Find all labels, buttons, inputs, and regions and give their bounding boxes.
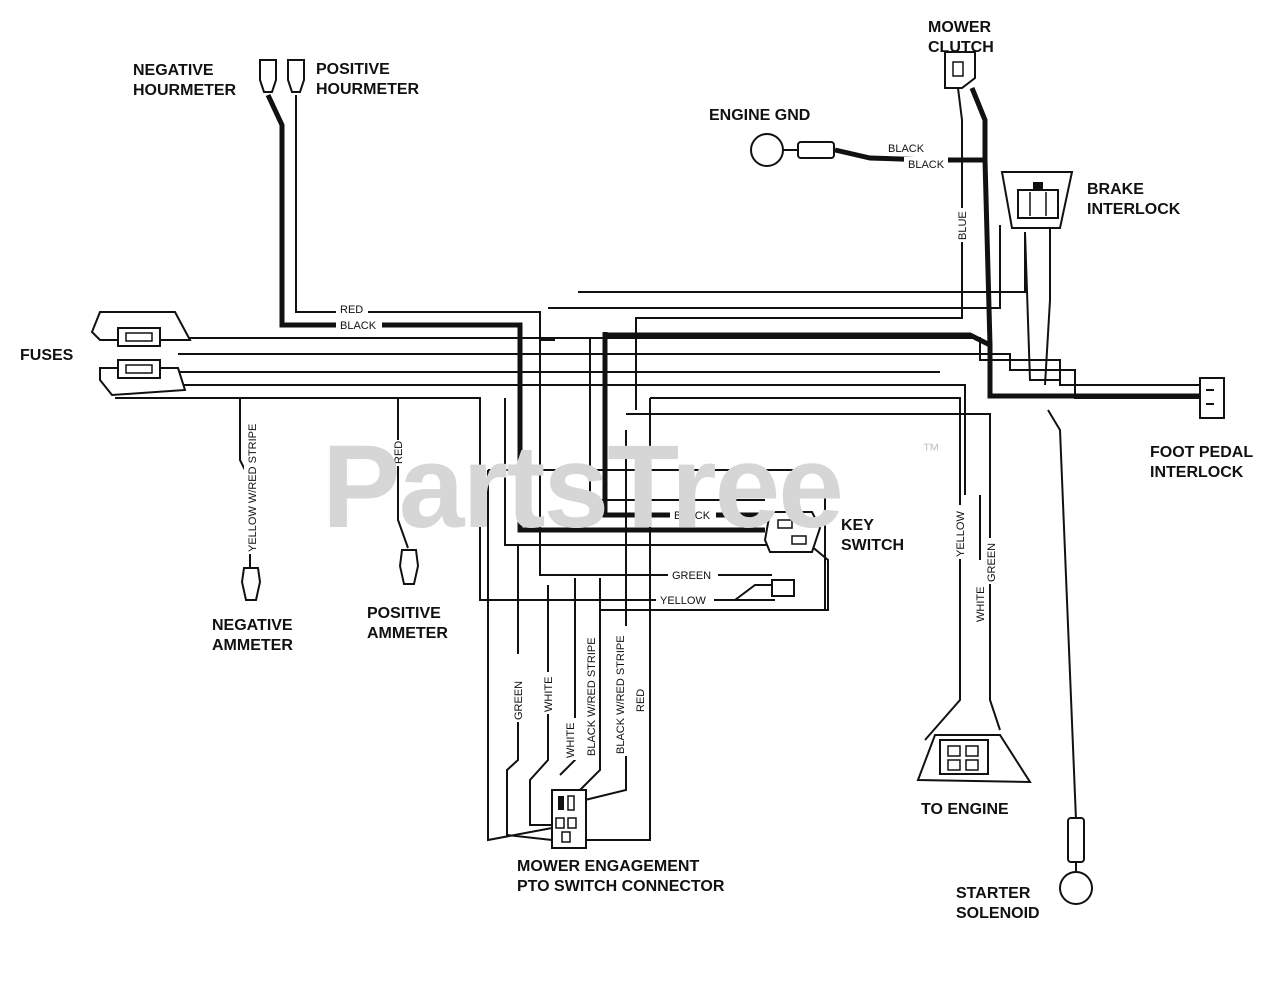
label-positive-hourmeter: POSITIVE HOURMETER: [316, 61, 420, 98]
key-switch-body: [763, 511, 822, 597]
wire-starter-solenoid: [1047, 409, 1077, 821]
wire-label-yellow-key: YELLOW: [660, 595, 706, 607]
wire-black-red-stripe-2: [584, 430, 627, 801]
wire-label-white-pto-1: WHITE: [543, 677, 555, 712]
wire-pto-outer: [487, 470, 553, 842]
label-positive-ammeter: POSITIVE AMMETER: [367, 605, 448, 642]
wire-label-red-pto: RED: [635, 689, 647, 712]
label-starter-solenoid: STARTER SOLENOID: [956, 885, 1040, 922]
thin-wires: [115, 87, 1200, 842]
wire-fuse-bundle-1: [160, 337, 1200, 386]
wire-label-black-top: BLACK: [340, 320, 377, 332]
wire-label-yellow-engine: YELLOW: [955, 511, 967, 557]
wire-harness-top-3: [589, 338, 765, 501]
label-key-switch: KEY SWITCH: [841, 517, 905, 554]
wire-label-green-pto: GREEN: [513, 681, 525, 720]
wire-black-red-stripe-1: [579, 578, 601, 791]
wire-brake-right: [1044, 225, 1051, 386]
label-to-engine: TO ENGINE: [921, 801, 1009, 818]
positive-hourmeter-terminal: [287, 59, 305, 93]
wire-black-clutch: [930, 87, 988, 163]
positive-ammeter-terminal: [398, 549, 420, 585]
label-engine-gnd: ENGINE GND: [709, 107, 811, 124]
wire-harness-top-2: [548, 225, 1001, 309]
pto-switch-connector: [551, 789, 587, 849]
label-fuses: FUSES: [20, 347, 74, 364]
wire-black-clutch-down: [982, 159, 993, 346]
wire-label-white-engine: WHITE: [975, 587, 987, 622]
wire-label-black-key: BLACK: [674, 510, 711, 522]
foot-pedal-interlock-switch: [1199, 377, 1225, 419]
engine-ground: [750, 133, 835, 167]
wire-label-white-pto-2: WHITE: [565, 723, 577, 758]
label-negative-ammeter: NEGATIVE AMMETER: [212, 617, 293, 654]
wire-fuse-bottom: [115, 397, 775, 601]
engine-connector: [916, 734, 1032, 784]
wire-black-hourmeter: [265, 93, 765, 533]
wire-label-green-key: GREEN: [672, 570, 711, 582]
wire-label-blue: BLUE: [957, 211, 969, 240]
negative-ammeter-terminal: [240, 567, 262, 601]
fuse-block: [90, 311, 192, 397]
hourmeter-terminals: [259, 59, 305, 93]
label-foot-pedal-interlock: FOOT PEDAL INTERLOCK: [1150, 444, 1254, 481]
wire-label-black-red-stripe-2: BLACK W/RED STRIPE: [615, 635, 627, 754]
label-negative-hourmeter: NEGATIVE HOURMETER: [133, 62, 237, 99]
mower-clutch-connector: [944, 51, 976, 89]
wire-label-green-engine: GREEN: [986, 543, 998, 582]
wire-red-pto: [582, 398, 651, 841]
wire-key-right: [600, 544, 829, 611]
label-pto-switch-connector: MOWER ENGAGEMENT PTO SWITCH CONNECTOR: [517, 858, 725, 895]
wire-brake-left: [1024, 231, 1060, 381]
heavy-wires: [265, 87, 1200, 533]
wire-red-ammeter: [397, 398, 409, 549]
negative-hourmeter-terminal: [259, 59, 277, 93]
starter-solenoid-terminal: [1059, 817, 1093, 905]
wire-label-red-ammeter: RED: [393, 441, 405, 464]
wire-red-hourmeter: [295, 95, 555, 341]
wire-fuse-bundle-4: [165, 384, 966, 495]
ammeter-terminals: [240, 549, 420, 601]
wire-label-black-red-stripe-1: BLACK W/RED STRIPE: [586, 637, 598, 756]
wire-label-red-top: RED: [340, 304, 363, 316]
label-mower-clutch: MOWER CLUTCH: [928, 19, 994, 56]
label-brake-interlock: BRAKE INTERLOCK: [1087, 181, 1181, 218]
wire-label-yellow-red-stripe: YELLOW W/RED STRIPE: [247, 424, 259, 552]
trademark-symbol: ™: [922, 440, 940, 460]
wire-labels: RED BLACK BLACK BLACK BLUE YELLOW W/RED …: [244, 141, 998, 760]
wire-label-black-gnd-1: BLACK: [888, 143, 925, 155]
watermark: PartsTree: [322, 421, 844, 553]
wire-black-main: [605, 332, 1200, 399]
wire-key-left: [504, 398, 770, 546]
wire-blue-clutch: [635, 87, 963, 410]
wire-label-black-gnd-2: BLACK: [908, 159, 945, 171]
brake-interlock-switch: [1000, 171, 1074, 229]
